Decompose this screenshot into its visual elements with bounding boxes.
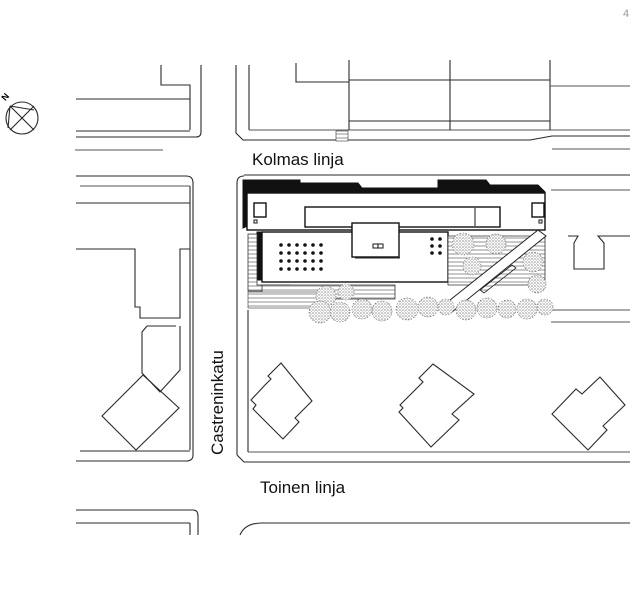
block-bottom	[76, 509, 630, 536]
villa-1	[250, 362, 313, 440]
street-label-kolmas-linja: Kolmas linja	[252, 150, 344, 169]
villa-2	[398, 363, 475, 448]
trees	[308, 232, 554, 324]
villa-3	[551, 376, 626, 451]
column-grid-right	[430, 237, 442, 255]
street-label-toinen-linja: Toinen linja	[260, 478, 346, 497]
north-arrow-icon	[5, 101, 39, 135]
block-left-middle	[76, 175, 194, 462]
page-number: 4	[623, 8, 630, 20]
column-grid-left	[279, 243, 323, 271]
block-top-right	[235, 60, 630, 150]
street-label-castreninkatu: Castreninkatu	[208, 350, 227, 455]
block-main-site	[236, 174, 630, 463]
block-top-left	[75, 65, 202, 151]
